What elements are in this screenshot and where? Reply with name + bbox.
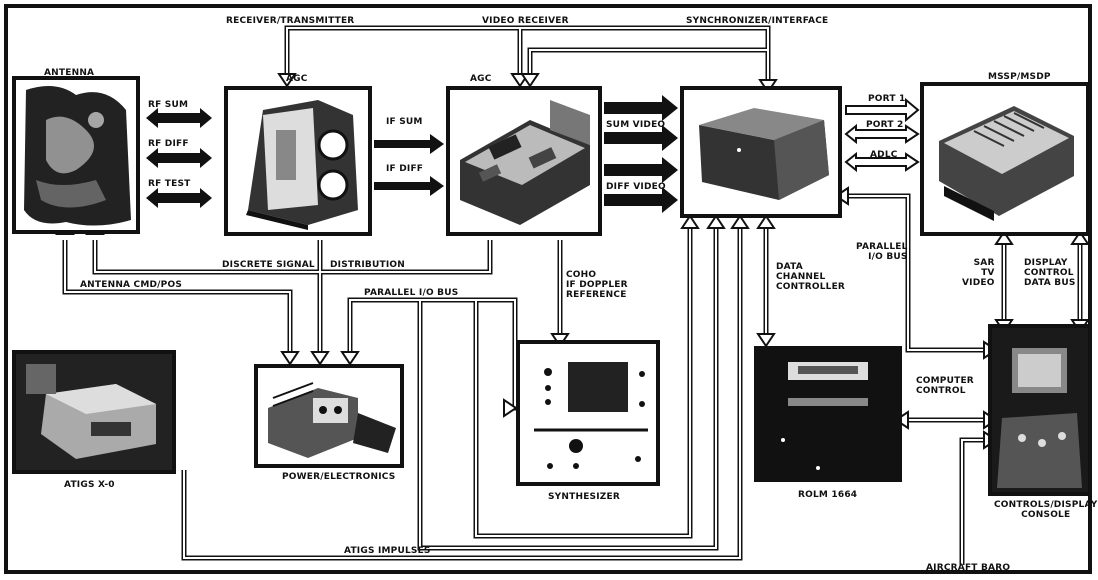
synthesizer-unit [516,340,660,486]
coho-label: COHO IF DOPPLER REFERENCE [566,270,628,300]
distribution-label: DISTRIBUTION [330,260,405,270]
rf-diff-label: RF DIFF [148,139,189,149]
rolm-1664-label: ROLM 1664 [798,490,858,500]
agc-video-photo [460,100,590,225]
computer-control-label: COMPUTER CONTROL [916,376,974,396]
synchronizer-photo [699,108,829,200]
antenna-cmd-pos-label: ANTENNA CMD/POS [80,280,182,290]
if-sum-label: IF SUM [386,117,423,127]
parallel-io-bus-label: PARALLEL I/O BUS [364,288,459,298]
agc-receiver-unit [224,86,372,236]
rf-test-label: RF TEST [148,179,191,189]
agc2-label: AGC [470,74,492,84]
diagram-border [4,4,1092,574]
mssp-msdp-unit [920,82,1090,236]
synthesizer-label: SYNTHESIZER [548,492,620,502]
discrete-signal-label: DISCRETE SIGNAL [222,260,315,270]
rolm-1664-unit [754,346,902,482]
controls-display-console-unit [988,324,1092,496]
sar-tv-video-label: SAR TV VIDEO [962,258,995,288]
receiver-transmitter-label: RECEIVER/TRANSMITTER [226,16,355,26]
atigs-impulses-label: ATIGS IMPULSES [344,546,431,556]
data-channel-controller-label: DATA CHANNEL CONTROLLER [776,262,846,292]
console-photo [992,328,1088,492]
agc1-label: AGC [286,74,308,84]
atigs-x0-label: ATIGS X-0 [64,480,115,490]
synchronizer-interface-unit [680,86,842,218]
synthesizer-photo [534,362,648,469]
synchronizer-interface-label: SYNCHRONIZER/INTERFACE [686,16,829,26]
parallel-io-bus-2-label: PARALLEL I/O BUS [856,242,908,262]
rf-sum-label: RF SUM [148,100,189,110]
video-receiver-label: VIDEO RECEIVER [482,16,569,26]
antenna-unit [12,76,140,234]
if-diff-label: IF DIFF [386,164,424,174]
port2-label: PORT 2 [866,120,904,130]
mssp-label: MSSP/MSDP [988,72,1051,82]
aircraft-baro-label: AIRCRAFT BARO [926,563,1011,573]
controls-display-console-label: CONTROLS/DISPLAY CONSOLE [994,500,1098,520]
atigs-photo [16,354,172,470]
agc-video-unit [446,86,602,236]
display-control-data-bus-label: DISPLAY CONTROL DATA BUS [1024,258,1076,288]
antenna-label: ANTENNA [44,68,95,78]
diff-video-label: DIFF VIDEO [606,182,666,192]
power-electronics-label: POWER/ELECTRONICS [282,472,396,482]
sum-video-label: SUM VIDEO [606,120,666,130]
atigs-unit [12,350,176,474]
power-photo [268,382,396,458]
agc-receiver-photo [246,100,358,230]
antenna-photo [16,80,136,230]
rolm-photo [758,350,898,478]
power-electronics-unit [254,364,404,468]
adlc-label: ADLC [870,150,898,160]
mssp-photo [939,106,1074,221]
port1-label: PORT 1 [868,94,906,104]
